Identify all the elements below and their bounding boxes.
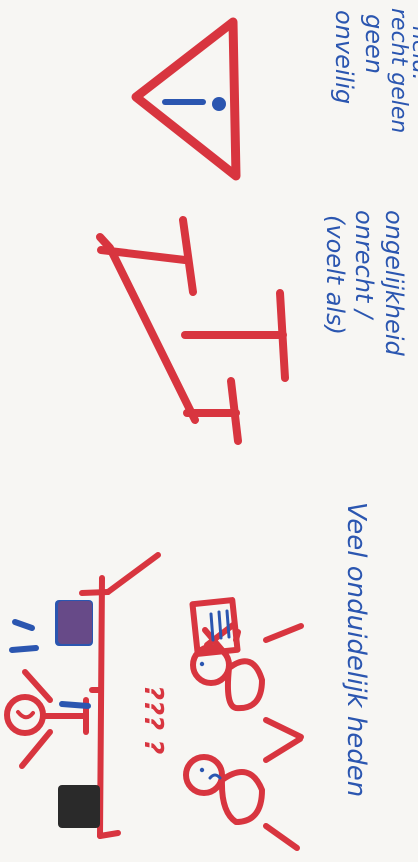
- warning-caption-4: heid.: [407, 26, 418, 81]
- scales-caption-3: ongelijkheid: [380, 210, 408, 356]
- warning-caption-line-4: heid.: [407, 26, 418, 81]
- people-caption-text: Veel onduidelijk heden: [341, 502, 371, 797]
- warning-caption-line-3: recht gelen: [386, 8, 411, 133]
- warning-caption-3: recht gelen: [386, 8, 411, 133]
- warning-caption: onveilig: [330, 10, 358, 104]
- person-head-2: [183, 754, 225, 796]
- blue-books-icon: [55, 600, 93, 646]
- balance-scale-icon: [96, 216, 289, 445]
- question-marks: ??? ?: [138, 685, 168, 754]
- warning-caption-line-2: geen: [360, 14, 388, 74]
- classroom-scene: [4, 552, 304, 851]
- scales-caption-1: (voelt als): [321, 215, 349, 335]
- people-caption: Veel onduidelijk heden: [341, 502, 371, 797]
- warning-caption-line-1: onveilig: [330, 10, 358, 104]
- dark-cup-icon: [58, 785, 100, 828]
- scales-caption-line-1: (voelt als): [321, 215, 349, 335]
- question-marks-text: ??? ?: [138, 685, 168, 754]
- desk-edge: [97, 575, 105, 839]
- warning-caption-2: geen: [360, 14, 388, 74]
- blue-marks: [9, 609, 231, 780]
- scales-caption-2: onrecht /: [350, 210, 378, 321]
- scales-caption-line-3: ongelijkheid: [380, 210, 408, 356]
- scales-caption-line-2: onrecht /: [350, 210, 378, 321]
- warning-triangle-icon: [131, 17, 241, 181]
